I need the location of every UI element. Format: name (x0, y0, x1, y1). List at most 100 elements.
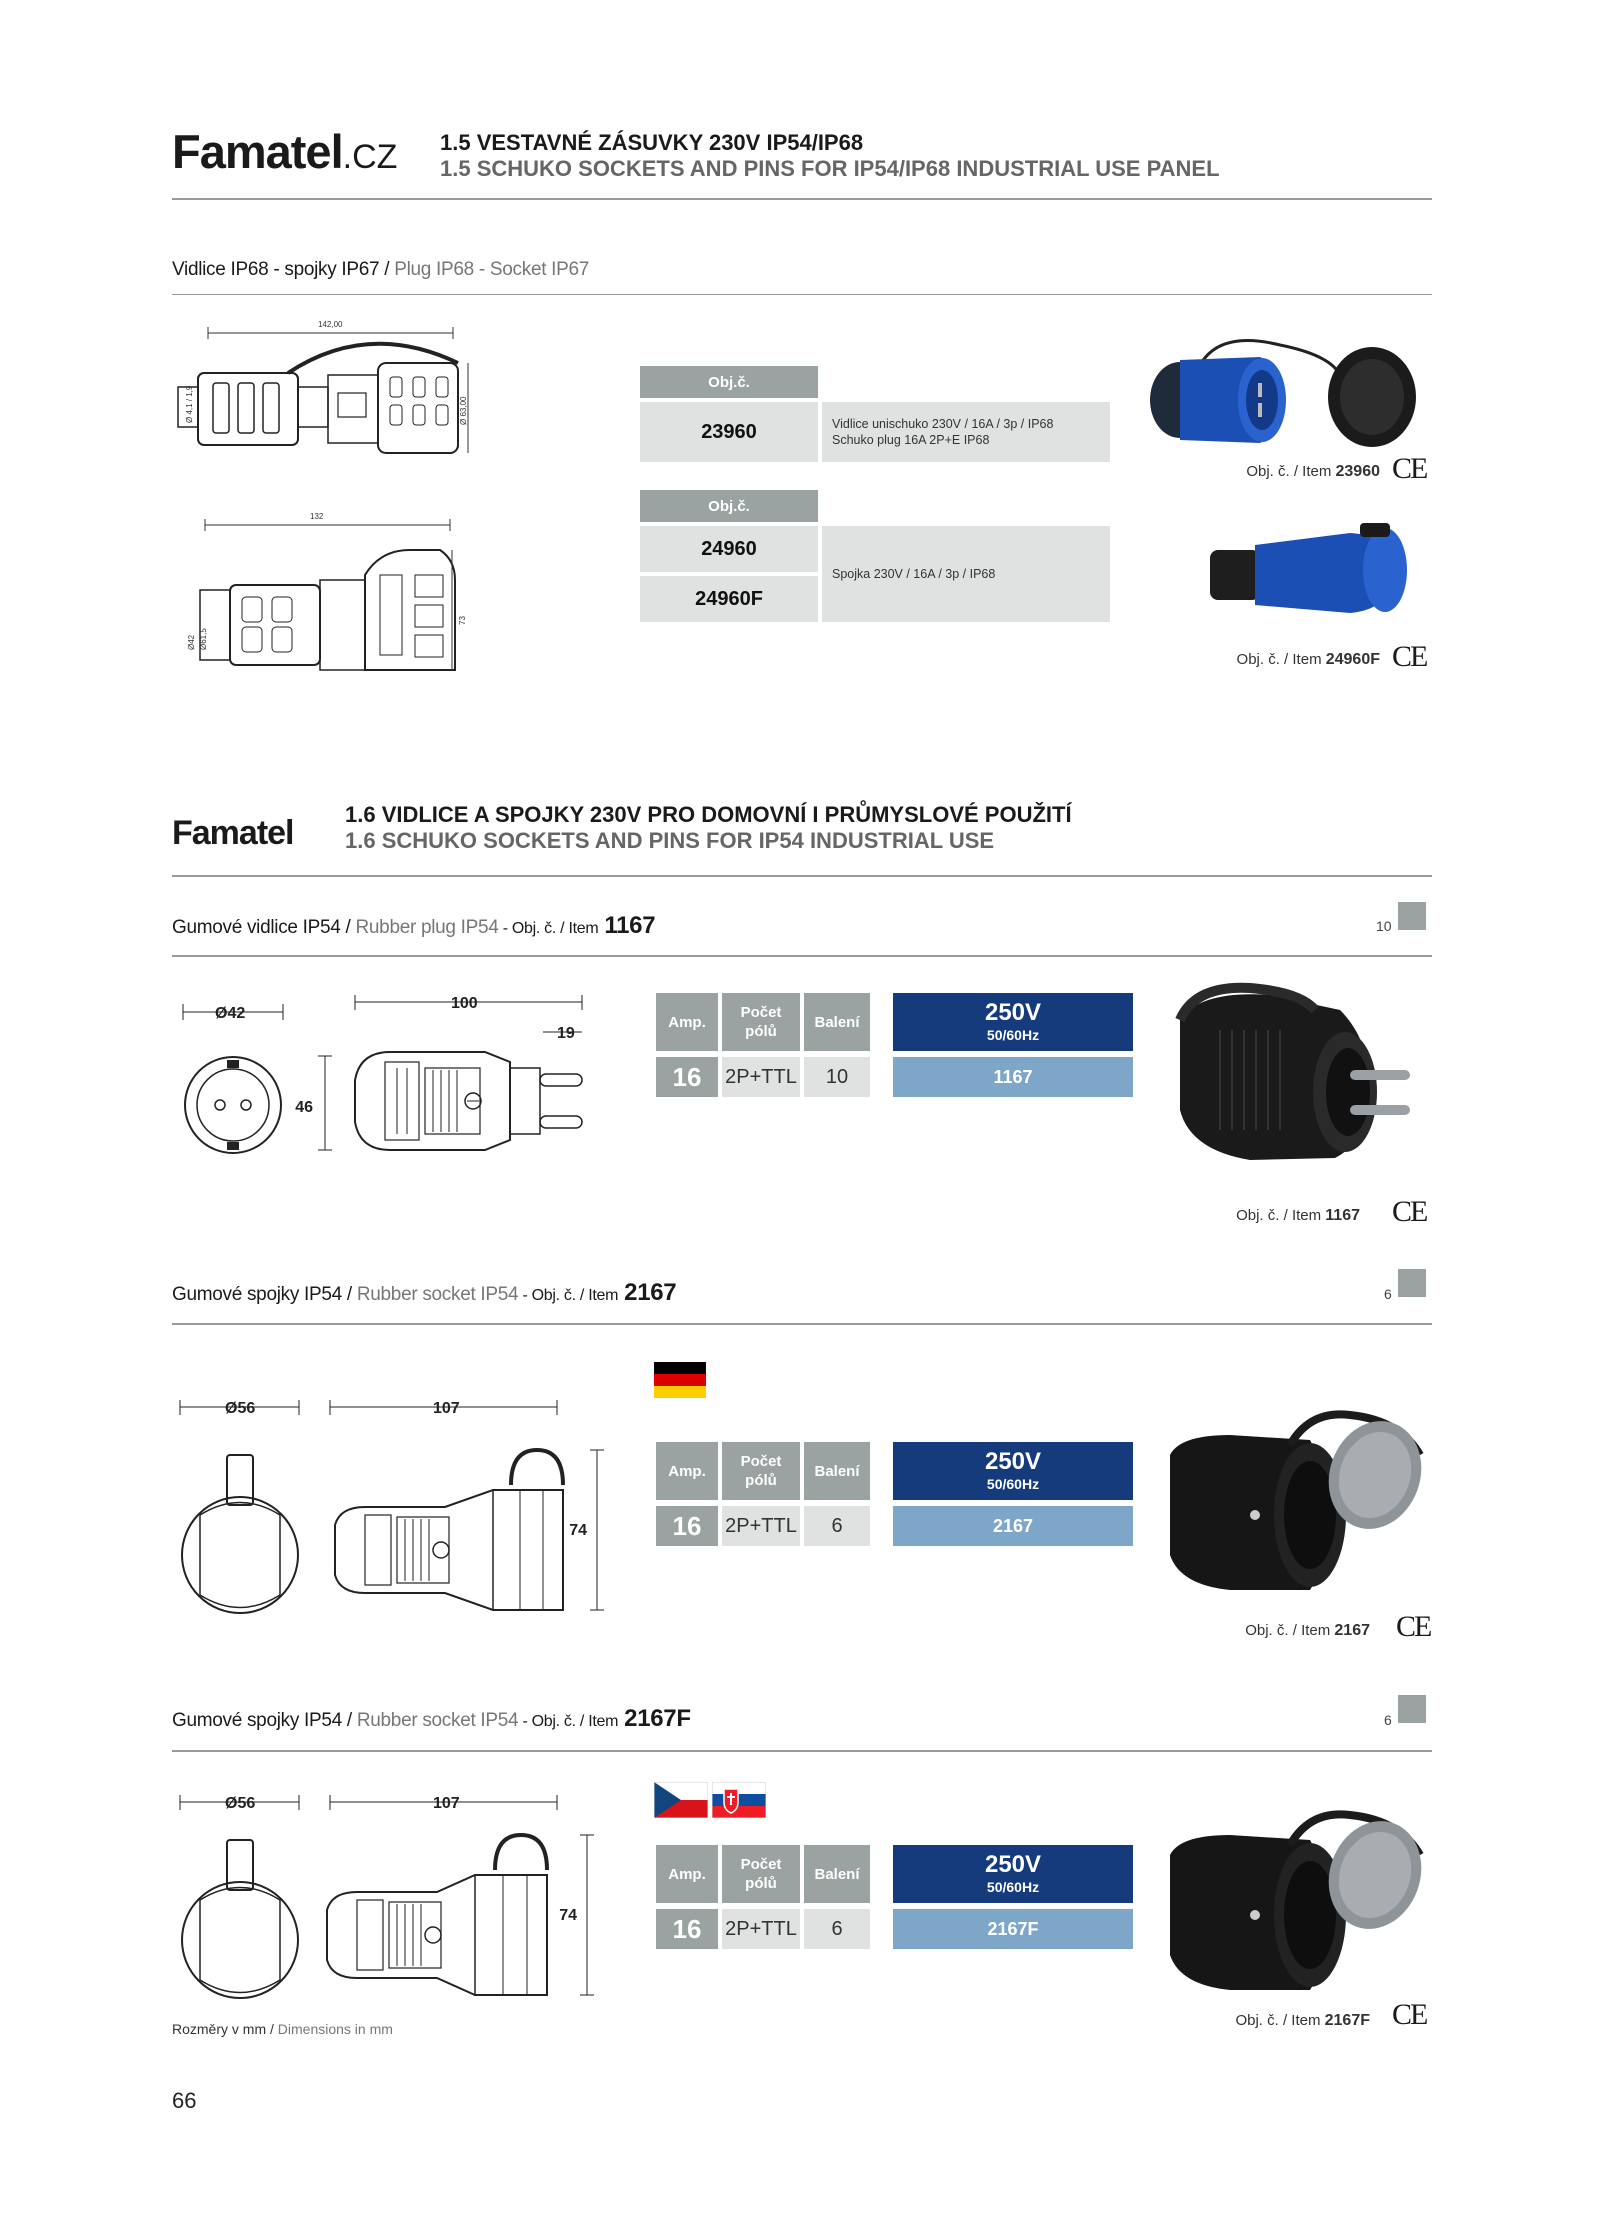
black-rubber-plug-photo (1175, 982, 1410, 1160)
section2-header-rule (172, 875, 1432, 877)
brand-name: Famatel (172, 125, 344, 178)
product-2167f-subtitle: Gumové spojky IP54 / Rubber socket IP54 … (172, 1705, 691, 1733)
item-code: 1167 (604, 912, 656, 939)
header-poles: Počet pólů (722, 1442, 800, 1500)
dim-diameter: Ø42 (215, 1005, 245, 1022)
page-number: 66 (172, 2088, 197, 2113)
table1-description: Vidlice unischuko 230V / 16A / 3p / IP68… (822, 402, 1110, 462)
drawing1-dia-big: Ø 63,00 (459, 396, 468, 425)
table1-header: Obj.č. (640, 366, 818, 398)
drawing1-width-label: 142,00 (318, 320, 343, 329)
section1-subtitle-rule (172, 294, 1432, 295)
product-2167-subtitle: Gumové spojky IP54 / Rubber socket IP54 … (172, 1279, 677, 1307)
header-amp: Amp. (656, 993, 718, 1051)
value-item-code: 2167F (893, 1909, 1133, 1949)
caption-code: 24960F (1325, 651, 1380, 668)
brand-logo-famatel: Famatel (172, 812, 294, 854)
socket-ip67-technical-drawing: 132 73 Ø42 Ø61,5 (187, 512, 467, 671)
table2-code-b-text: 24960F (695, 587, 763, 610)
caption-label: Obj. č. / Item (1236, 1207, 1326, 1224)
caption-label: Obj. č. / Item (1236, 651, 1326, 668)
voltage-badge: 250V 50/60Hz (893, 1442, 1133, 1500)
item-label: - Obj. č. / Item (518, 1713, 619, 1730)
table2-header: Obj.č. (640, 490, 818, 522)
pack-quantity-marker (1398, 1269, 1426, 1297)
pack-quantity: 10 (1376, 918, 1392, 934)
caption-1167: Obj. č. / Item 1167 (1160, 1207, 1360, 1225)
caption-code: 23960 (1335, 463, 1381, 480)
caption-2167: Obj. č. / Item 2167 (1170, 1622, 1370, 1640)
header-amp: Amp. (656, 1845, 718, 1903)
brand-name: Famatel (172, 814, 294, 852)
table1-code: 23960 (640, 402, 818, 462)
item-label: - Obj. č. / Item (518, 1287, 619, 1304)
dim-height: 46 (295, 1099, 313, 1116)
section2-title-en: 1.6 SCHUKO SOCKETS AND PINS FOR IP54 IND… (345, 828, 995, 853)
frequency: 50/60Hz (986, 1879, 1040, 1895)
table1-desc-en: Schuko plug 16A 2P+E IP68 (832, 433, 990, 447)
voltage: 250V (984, 999, 1042, 1026)
caption-label: Obj. č. / Item (1235, 2012, 1325, 2029)
product-2167f-rule (172, 1750, 1432, 1752)
caption-code: 2167 (1334, 1622, 1370, 1639)
dim-length: 107 (433, 1795, 460, 1812)
subtitle-cz: Gumové spojky IP54 / (172, 1710, 357, 1731)
voltage: 250V (984, 1851, 1042, 1878)
caption-2167f: Obj. č. / Item 2167F (1150, 2012, 1370, 2030)
header-pack: Balení (804, 993, 870, 1051)
product-2167-dimension-drawing: Ø56 107 74 (179, 1400, 604, 1614)
product-2167f-dimension-drawing: Ø56 107 74 (179, 1795, 594, 1999)
table1-code-text: 23960 (701, 420, 757, 443)
table1-desc-cz: Vidlice unischuko 230V / 16A / 3p / IP68 (832, 417, 1054, 431)
caption-code: 2167F (1324, 2012, 1370, 2029)
brand-suffix: .CZ (342, 138, 398, 176)
header-pack: Balení (804, 1845, 870, 1903)
table2-code-a: 24960 (640, 526, 818, 572)
header-amp: Amp. (656, 1442, 718, 1500)
pack-quantity-marker (1398, 1695, 1426, 1723)
value-amp: 16 (656, 1909, 718, 1949)
ce-mark-icon: CE (1392, 1998, 1428, 2031)
value-pack: 10 (804, 1057, 870, 1097)
section1-subtitle: Vidlice IP68 - spojky IP67 / Plug IP68 -… (172, 259, 589, 281)
dimensions-note: Rozměry v mm / Dimensions in mm (172, 2021, 393, 2037)
subtitle-cz: Gumové vidlice IP54 / (172, 917, 356, 938)
pack-quantity-marker (1398, 902, 1426, 930)
subtitle-en: Plug IP68 - Socket IP67 (394, 259, 590, 280)
blue-plug-ip68-photo (1150, 339, 1416, 447)
caption-code: 1167 (1325, 1207, 1360, 1224)
black-rubber-socket-photo (1170, 1410, 1424, 1590)
dim-diameter: Ø56 (225, 1400, 255, 1417)
caption-24960f: Obj. č. / Item 24960F (1180, 651, 1380, 669)
blue-socket-ip67-photo (1210, 523, 1407, 613)
drawing1-dia-small: Ø 4,1 / 1,9 (185, 385, 194, 423)
subtitle-en: Rubber plug IP54 (355, 917, 499, 938)
dim-length: 100 (451, 995, 478, 1012)
drawing2-height: 73 (458, 616, 467, 625)
pack-quantity: 6 (1384, 1286, 1392, 1302)
item-code: 2167 (624, 1279, 677, 1306)
value-pack: 6 (804, 1506, 870, 1546)
frequency: 50/60Hz (986, 1027, 1040, 1043)
caption-23960: Obj. č. / Item 23960 (1180, 463, 1380, 481)
item-code: 2167F (624, 1705, 691, 1732)
subtitle-cz: Vidlice IP68 - spojky IP67 / (172, 259, 395, 280)
dim-height: 74 (569, 1522, 587, 1539)
slovakia-flag (712, 1782, 766, 1818)
dimensions-en: Dimensions in mm (277, 2021, 393, 2037)
product-1167-subtitle: Gumové vidlice IP54 / Rubber plug IP54 -… (172, 912, 656, 940)
table2-code-a-text: 24960 (701, 537, 757, 560)
ce-mark-icon: CE (1392, 1195, 1428, 1228)
header-poles: Počet pólů (722, 993, 800, 1051)
value-amp: 16 (656, 1057, 718, 1097)
pack-quantity: 6 (1384, 1712, 1392, 1728)
value-poles: 2P+TTL (722, 1506, 800, 1546)
value-item-code: 2167 (893, 1506, 1133, 1546)
dim-diameter: Ø56 (225, 1795, 255, 1812)
ce-mark-icon: CE (1392, 452, 1428, 485)
header-pack: Balení (804, 1442, 870, 1500)
subtitle-en: Rubber socket IP54 (356, 1710, 519, 1731)
voltage-badge: 250V 50/60Hz (893, 1845, 1133, 1903)
voltage: 250V (984, 1448, 1042, 1475)
section1-header-rule (172, 198, 1432, 200)
